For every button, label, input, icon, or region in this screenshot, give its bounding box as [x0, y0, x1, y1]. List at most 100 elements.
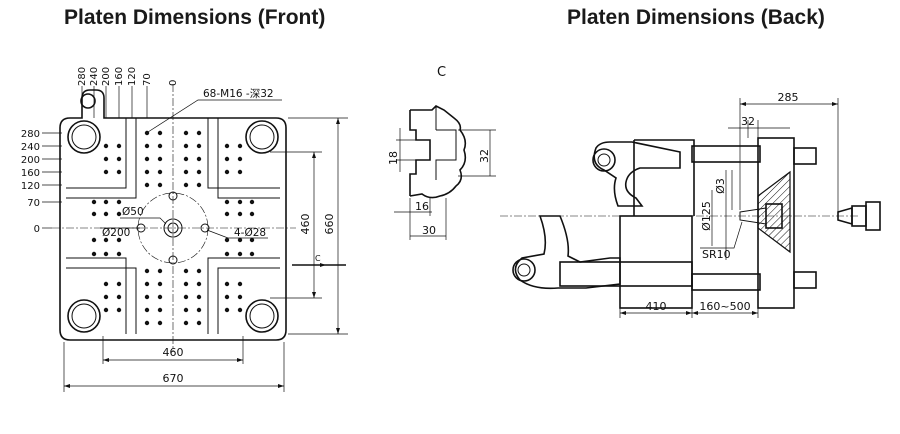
threaded-hole	[196, 268, 202, 274]
thread-note: 68-M16 -深32	[203, 88, 274, 100]
threaded-hole	[116, 211, 122, 217]
thread-note-leader	[147, 99, 282, 133]
threaded-hole	[183, 268, 189, 274]
threaded-hole	[157, 294, 163, 300]
threaded-hole	[224, 156, 230, 162]
threaded-hole	[103, 143, 109, 149]
threaded-hole	[224, 251, 230, 257]
threaded-hole	[237, 307, 243, 313]
threaded-hole	[116, 281, 122, 287]
threaded-hole	[183, 307, 189, 313]
threaded-hole	[144, 156, 150, 162]
top-dimension-labels: 280 240 200 160 120 70 0	[77, 67, 179, 86]
threaded-hole	[103, 251, 109, 257]
back-platen-title: Platen Dimensions (Back)	[567, 6, 825, 29]
back-dimension-lines	[619, 98, 839, 318]
top-label: 70	[142, 73, 153, 86]
front-platen-title: Platen Dimensions (Front)	[64, 6, 326, 29]
top-label: 200	[101, 67, 112, 86]
upper-pin-outer	[592, 148, 616, 172]
threaded-hole	[237, 169, 243, 175]
threaded-hole	[144, 169, 150, 175]
nozzle-tip	[739, 207, 767, 225]
left-dimension-labels: 280 240 200 160 120 70 0	[21, 129, 40, 235]
threaded-hole-pattern	[91, 130, 255, 326]
threaded-hole	[157, 130, 163, 136]
threaded-hole	[183, 156, 189, 162]
threaded-hole	[157, 281, 163, 287]
front-platen-outline	[59, 89, 287, 341]
back-dim-285: 285	[778, 91, 799, 104]
left-label: 70	[27, 198, 40, 209]
top-label: 280	[77, 67, 88, 86]
threaded-hole	[157, 169, 163, 175]
threaded-hole	[249, 237, 255, 243]
threaded-hole	[103, 281, 109, 287]
threaded-hole	[116, 143, 122, 149]
left-label: 280	[21, 129, 40, 140]
threaded-hole	[157, 156, 163, 162]
threaded-hole	[249, 199, 255, 205]
threaded-hole	[249, 251, 255, 257]
detail-dim-30: 30	[422, 224, 436, 237]
right-dimension-lines	[270, 117, 348, 335]
detail-dim-16: 16	[415, 200, 429, 213]
top-label: 0	[168, 80, 179, 86]
tie-bar-holes	[67, 120, 279, 333]
detail-dim-32: 32	[478, 149, 491, 163]
threaded-hole	[144, 182, 150, 188]
threaded-hole	[224, 237, 230, 243]
top-label: 160	[114, 67, 125, 86]
threaded-hole	[237, 237, 243, 243]
top-label: 240	[89, 67, 100, 86]
threaded-hole	[116, 237, 122, 243]
lower-toggle-link	[514, 215, 621, 290]
threaded-hole	[224, 281, 230, 287]
threaded-hole	[103, 294, 109, 300]
back-dim-d125: Ø125	[700, 201, 713, 231]
detail-dim-18: 18	[387, 151, 400, 165]
upper-pin-inner	[597, 153, 611, 167]
detail-slot-inner	[435, 106, 457, 180]
threaded-hole	[91, 199, 97, 205]
platen-upper-section	[633, 139, 695, 216]
left-label: 200	[21, 155, 40, 166]
threaded-hole	[157, 143, 163, 149]
threaded-hole	[196, 143, 202, 149]
threaded-hole	[183, 169, 189, 175]
threaded-hole	[237, 156, 243, 162]
injection-nozzle-cap	[865, 201, 881, 231]
threaded-hole	[157, 307, 163, 313]
threaded-hole	[91, 237, 97, 243]
back-platen-drawing: 285 32 Ø3 Ø125 SR10 410 160~500	[500, 91, 881, 318]
detail-c-label: C	[437, 65, 446, 80]
holes-leader	[206, 229, 268, 239]
threaded-hole	[116, 294, 122, 300]
threaded-hole	[183, 143, 189, 149]
threaded-hole	[183, 294, 189, 300]
t-slots	[66, 118, 280, 334]
threaded-hole	[196, 182, 202, 188]
threaded-hole	[183, 182, 189, 188]
threaded-hole	[196, 307, 202, 313]
threaded-hole	[196, 320, 202, 326]
threaded-hole	[237, 211, 243, 217]
threaded-hole	[183, 320, 189, 326]
threaded-hole	[144, 143, 150, 149]
dim-460-vertical: 460	[299, 214, 312, 235]
d200-label: Ø200	[102, 227, 130, 239]
threaded-hole	[224, 211, 230, 217]
back-dim-d3: Ø3	[714, 178, 727, 194]
dim-670: 670	[163, 372, 184, 385]
threaded-hole	[144, 320, 150, 326]
threaded-hole	[116, 199, 122, 205]
back-dim-32: 32	[741, 115, 755, 128]
left-dimension-lines	[42, 132, 62, 229]
back-dim-sr10: SR10	[702, 248, 731, 261]
threaded-hole	[103, 156, 109, 162]
left-label: 240	[21, 142, 40, 153]
threaded-hole	[196, 169, 202, 175]
holes-label: 4-Ø28	[234, 227, 266, 239]
threaded-hole	[103, 307, 109, 313]
